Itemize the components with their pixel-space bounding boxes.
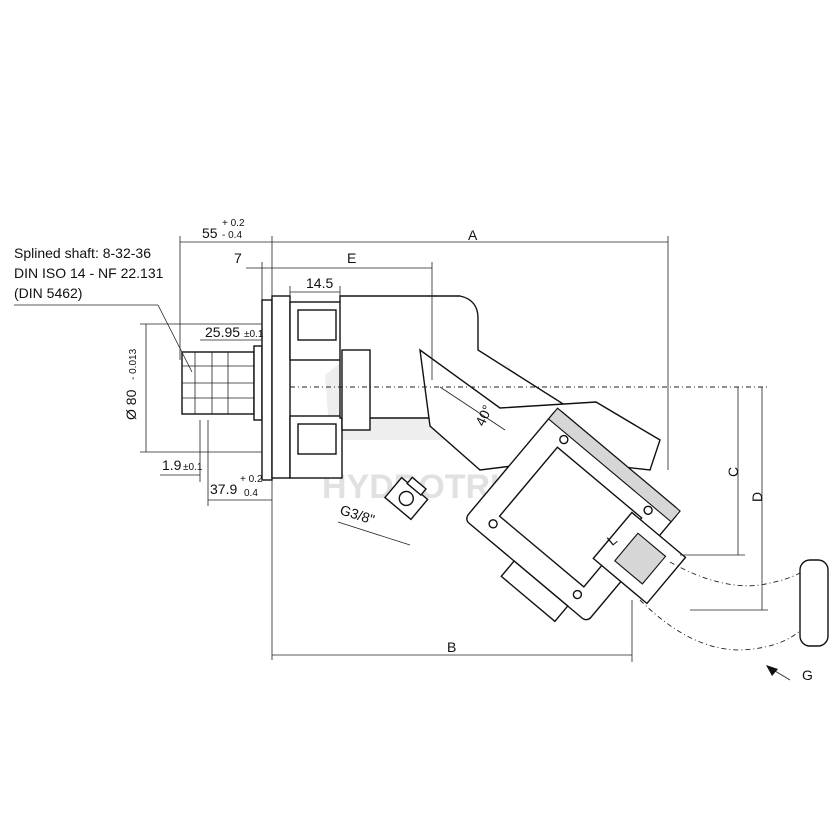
dim-37-9-value: 37.9 — [210, 481, 237, 497]
dim-55-tol-upper: + 0.2 — [222, 218, 245, 229]
dim-b-label: B — [447, 639, 456, 655]
dim-37-9-tol-lower: 0.4 — [244, 488, 258, 499]
hose-outline — [639, 559, 829, 651]
dim-25-95-value: 25.95 — [205, 324, 240, 340]
dim-55-value: 55 — [202, 225, 218, 241]
dim-37-9-tol-upper: + 0.2 — [240, 474, 263, 485]
note-line-1: Splined shaft: 8-32-36 — [14, 245, 151, 261]
dim-80-value: Ø 80 — [123, 389, 139, 420]
dimension-lines — [14, 236, 791, 681]
centerlines — [290, 386, 770, 431]
note-line-3: (DIN 5462) — [14, 285, 82, 301]
dim-1-9-value: 1.9 — [162, 457, 182, 473]
dim-7-label: 7 — [234, 250, 242, 266]
dim-e-label: E — [347, 250, 356, 266]
dim-80-tol: - 0.013 — [128, 348, 139, 380]
note-line-2: DIN ISO 14 - NF 22.131 — [14, 265, 164, 281]
dim-14-5-label: 14.5 — [306, 275, 333, 291]
dim-d-label: D — [749, 492, 765, 502]
dim-g-label: G — [802, 667, 813, 683]
dim-55-tol-lower: - 0.4 — [222, 230, 242, 241]
dim-c-label: C — [725, 467, 741, 477]
pump-housing — [271, 295, 687, 623]
dim-a-label: A — [468, 227, 478, 243]
dim-25-95-tol: ±0.1 — [244, 329, 264, 340]
dim-1-9-tol: ±0.1 — [183, 462, 203, 473]
callout-note: Splined shaft: 8-32-36 DIN ISO 14 - NF 2… — [14, 245, 164, 301]
